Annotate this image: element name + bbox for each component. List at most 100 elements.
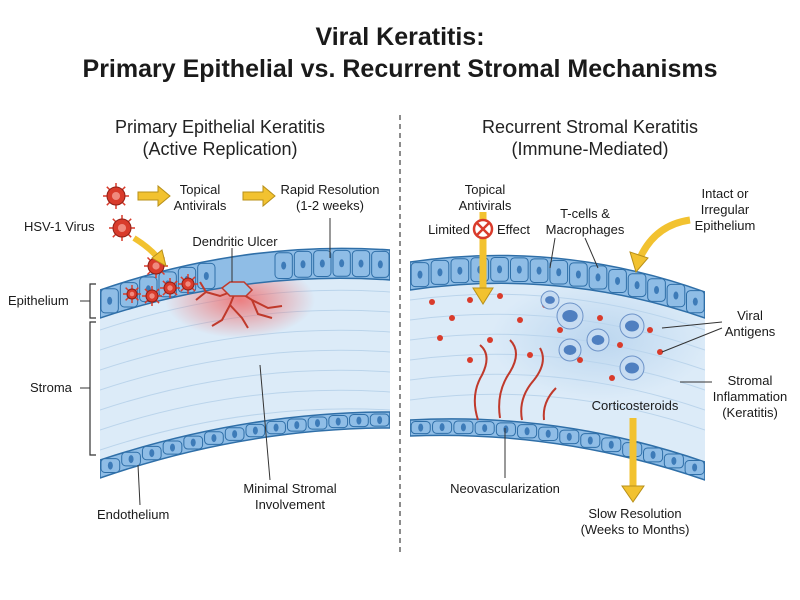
cell-nucleus: [634, 281, 640, 290]
cell-nucleus: [460, 423, 466, 432]
virus-spike: [161, 271, 166, 276]
slow-resolution-line-2: (Weeks to Months): [580, 522, 690, 537]
virus-core: [149, 293, 155, 299]
cell-nucleus: [575, 270, 581, 279]
virus-spike: [135, 287, 139, 291]
cell-nucleus: [692, 463, 698, 472]
cell-nucleus: [170, 443, 175, 452]
cell-nucleus: [232, 430, 238, 439]
cell-nucleus: [692, 297, 698, 306]
virus-spike: [135, 297, 139, 301]
cell-nucleus: [356, 416, 362, 425]
virus-spike: [121, 201, 126, 206]
viral-antigen: [527, 352, 533, 358]
right-topical-line-2: Antivirals: [458, 198, 512, 213]
viral-antigen: [497, 293, 503, 299]
virus-spike: [106, 186, 111, 191]
right-endothelial-cells: [410, 420, 705, 476]
intact-line-2: Irregular: [700, 202, 750, 217]
arrow-to-resolution: [242, 184, 276, 208]
neovascularization-label: Neovascularization: [450, 481, 560, 496]
cell-nucleus: [566, 432, 572, 441]
cell-nucleus: [190, 438, 196, 447]
viral-antigen-dots: [429, 293, 663, 381]
viral-antigen: [657, 349, 663, 355]
cell-nucleus: [545, 429, 551, 438]
virus-spike: [127, 218, 132, 223]
virus-spike: [191, 287, 196, 292]
viral-antigen: [437, 335, 443, 341]
viral-antigen: [467, 357, 473, 363]
stroma-bracket: [89, 321, 96, 456]
right-epithelial-cells: [410, 256, 705, 314]
viral-antigen: [429, 299, 435, 305]
cell-nucleus: [556, 268, 562, 277]
virus-spike: [144, 299, 149, 304]
viral-antigen: [597, 315, 603, 321]
viral-antigen: [487, 337, 493, 343]
virus-spike: [180, 276, 185, 281]
left-heading-line-2: (Active Replication): [142, 139, 298, 159]
virus-spike: [146, 256, 151, 261]
cell-nucleus: [273, 423, 279, 432]
hsv-virus-particles: [103, 183, 198, 306]
limited-label: Limited: [428, 222, 470, 237]
cell-nucleus: [503, 425, 509, 434]
virus-core: [167, 285, 173, 291]
inflammation-line-3: (Keratitis): [722, 405, 778, 420]
cell-nucleus: [608, 440, 614, 449]
immune-cell-nucleus: [591, 335, 605, 345]
virus-spike: [146, 271, 151, 276]
virus-spike: [173, 280, 178, 285]
cell-nucleus: [107, 296, 113, 305]
cell-nucleus: [203, 271, 209, 280]
rapid-resolution-line-2: (1-2 weeks): [296, 198, 364, 213]
viral-antigen: [517, 317, 523, 323]
cell-nucleus: [300, 260, 306, 269]
cell-nucleus: [107, 461, 113, 470]
viral-antigen: [647, 327, 653, 333]
cell-nucleus: [497, 265, 503, 274]
intact-line-3: Epithelium: [694, 218, 756, 233]
cell-nucleus: [252, 426, 258, 435]
intact-line-1: Intact or: [701, 186, 749, 201]
cell-nucleus: [128, 455, 134, 464]
dendritic-ulcer-label: Dendritic Ulcer: [192, 234, 278, 249]
cell-nucleus: [524, 427, 530, 436]
tcells-line-2: Macrophages: [545, 222, 625, 237]
immune-cell-nucleus: [625, 362, 639, 374]
minimal-stromal-line-2: Involvement: [254, 497, 326, 512]
left-cornea-section: [100, 247, 390, 479]
virus-spike: [127, 233, 132, 238]
virus-core: [152, 262, 160, 270]
epithelium-bracket: [89, 283, 96, 319]
immune-cell-nucleus: [545, 296, 555, 304]
cell-nucleus: [673, 291, 679, 300]
immune-cell-nucleus: [563, 345, 577, 355]
cell-nucleus: [457, 266, 463, 275]
virus-spike: [121, 186, 126, 191]
corticosteroids-label: Corticosteroids: [591, 398, 679, 413]
immune-cell-nucleus: [562, 309, 578, 323]
cell-nucleus: [335, 417, 341, 426]
viral-antigen: [617, 342, 623, 348]
cell-nucleus: [418, 423, 424, 432]
effect-label: Effect: [497, 222, 531, 237]
left-heading-line-1: Primary Epithelial Keratitis: [114, 117, 326, 137]
virus-spike: [173, 291, 178, 296]
rapid-resolution-line-1: Rapid Resolution: [280, 182, 380, 197]
cell-nucleus: [315, 419, 320, 428]
cell-nucleus: [439, 423, 445, 432]
virus-spike: [191, 276, 196, 281]
cell-nucleus: [516, 265, 522, 274]
immune-cells: [540, 290, 645, 381]
inflammation-line-1: Stromal: [727, 373, 773, 388]
virus-core: [129, 291, 135, 297]
virus-spike: [112, 233, 117, 238]
viral-antigens-line-1: Viral: [737, 308, 763, 323]
virus-spike: [144, 288, 149, 293]
left-topical-line-1: Topical: [179, 182, 221, 197]
ulcer-crater: [220, 281, 254, 297]
virus-spike: [155, 299, 160, 304]
